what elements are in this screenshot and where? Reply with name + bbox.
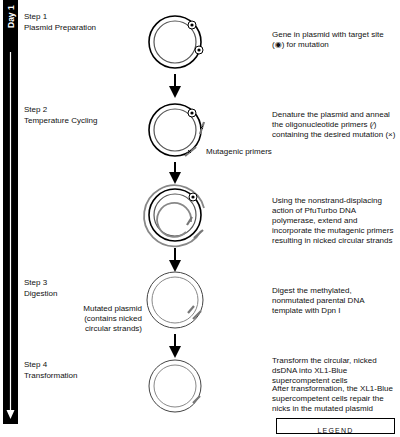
legend-box: LEGEND [276,418,395,434]
mutated-plasmid-part [152,277,198,323]
step-number: Step 1 [24,12,134,22]
step-description: Using the nonstrand-displacing action of… [272,196,396,246]
mutated-plasmid-part [147,272,203,328]
plasmid-label: Mutated plasmid (contains nicked circula… [62,304,142,334]
plasmid-part [190,111,193,114]
step-arrow [175,162,176,178]
step-arrow-part [174,334,176,352]
plasmid-part [144,185,204,246]
primer-label: Mutagenic primers [206,147,272,157]
step-title: Temperature Cycling [24,116,134,126]
step-arrow [175,74,176,92]
step-description: Digest the methylated, nonmutated parent… [272,286,396,316]
plasmid-part [149,360,201,412]
day-bar-part [3,0,18,424]
day-bar-part [7,410,15,419]
plasmid-part [154,109,196,151]
day-bar-label: Day 1 [3,0,18,50]
step-number: Step 3 [24,278,134,288]
step-description: Denature the plasmid and anneal the olig… [272,110,396,140]
mutated-plasmid-part [193,311,201,319]
plasmid-part [149,104,201,156]
plasmid-part [154,194,196,236]
plasmid [149,16,203,68]
plasmid-part [154,365,196,407]
step-title: Plasmid Preparation [24,23,134,33]
step-description: After transformation, the XL1-Blue super… [272,384,396,414]
step-arrow-part [174,74,176,92]
plasmid [149,104,201,156]
day-bar [3,0,18,424]
step-arrow [175,248,176,266]
plasmid-part [188,21,196,29]
plasmid-part [195,46,203,54]
day-label: Day 1 [6,5,16,28]
mutated-plasmid [147,272,203,328]
step-title: Transformation [24,371,134,381]
mutated-plasmid-part [188,306,194,313]
step-arrow [175,334,176,352]
plasmid-part [149,189,201,241]
step-number: Step 4 [24,360,134,370]
plasmid-part [157,203,191,237]
mutagenic-primer-part [185,147,196,156]
plasmid-part [189,193,197,201]
step-arrow-part [174,248,176,266]
plasmid-part [194,230,203,238]
plasmid-part [190,23,193,26]
mutagenic-primer-part [188,126,203,153]
plasmid-part [149,16,201,68]
plasmid-part [191,195,194,198]
plasmid-part [197,48,200,51]
step-description: Transform the circular, nicked dsDNA int… [272,356,396,386]
day-bar-part [10,52,11,412]
plasmid [144,185,204,246]
step-arrow-part [174,162,176,178]
step-number: Step 2 [24,105,134,115]
mutagenic-primer [185,122,204,156]
plasmid-part [193,396,200,403]
plasmid-part [154,21,196,63]
plasmid-part [188,109,196,117]
plasmid [149,360,201,412]
legend-title: LEGEND [318,427,354,434]
step-description: Gene in plasmid with target site (◉) for… [272,30,396,50]
plasmid-part [187,217,192,225]
step-title: Digestion [24,289,134,299]
